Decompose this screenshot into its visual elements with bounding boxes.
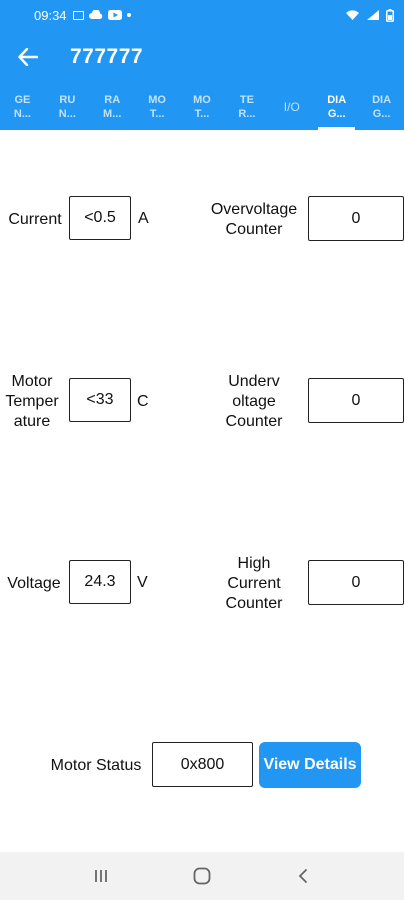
home-icon [193,867,211,885]
signal-icon [367,10,379,20]
overvoltage-counter-field[interactable]: 0 [308,196,404,241]
tab-motor-2[interactable]: MO T... [193,94,211,120]
overvoltage-counter-label: Overvoltage Counter [210,201,298,238]
status-bar: 09:34 [0,0,404,30]
motor-temperature-label: Motor Temper ature [5,373,59,430]
voltage-unit: V [137,574,148,591]
recent-apps-button[interactable] [81,856,121,896]
system-navigation-bar [0,852,404,900]
status-notification-icons [72,10,131,20]
status-system-icons [345,8,394,22]
wifi-icon [346,10,359,20]
tab-diagnostics-2[interactable]: DIA G... [372,94,392,120]
tab-motor-1[interactable]: MO T... [148,94,166,120]
view-details-button[interactable]: View Details [259,742,361,788]
chevron-left-icon [299,869,308,883]
undervoltage-counter-field[interactable]: 0 [308,378,404,423]
tab-bar: GE N... RU N... RA M... MO T... MO T... … [0,84,404,130]
tab-io[interactable]: I/O [283,100,300,114]
arrow-left-icon [18,48,38,66]
voltage-value-field[interactable]: 24.3 [69,560,131,604]
system-back-button[interactable] [283,856,323,896]
high-current-counter-field[interactable]: 0 [308,560,404,605]
app-bar: 777777 [0,30,404,84]
current-label: Current [8,211,62,228]
current-value-field[interactable]: <0.5 [69,196,131,240]
tab-ram[interactable]: RA M... [103,94,122,120]
page-title: 777777 [70,45,144,68]
current-unit: A [138,210,149,227]
tab-run[interactable]: RU N... [58,94,76,120]
motor-status-field[interactable]: 0x800 [152,742,253,787]
motor-temperature-field[interactable]: <33 [69,378,131,422]
motor-status-label: Motor Status [50,757,142,774]
undervoltage-counter-label: Underv oltage Counter [225,373,283,430]
tab-terminal[interactable]: TE R... [238,94,256,120]
diagnostics-panel: Current <0.5 A Overvoltage Counter 0 Mot… [0,130,404,852]
home-button[interactable] [182,856,222,896]
tab-general[interactable]: GE N... [13,94,31,120]
battery-icon [386,8,394,22]
back-button[interactable] [0,30,56,84]
recent-apps-icon [94,870,107,882]
tab-diagnostics-1[interactable]: DIA G... [314,84,359,130]
motor-temperature-unit: C [137,393,149,410]
status-time: 09:34 [34,7,67,23]
gallery-icon [72,10,84,20]
cloud-icon [88,10,102,19]
high-current-counter-label: High Current Counter [225,555,283,612]
youtube-icon [107,10,122,20]
voltage-label: Voltage [7,575,61,592]
more-notifications-icon [126,13,131,17]
